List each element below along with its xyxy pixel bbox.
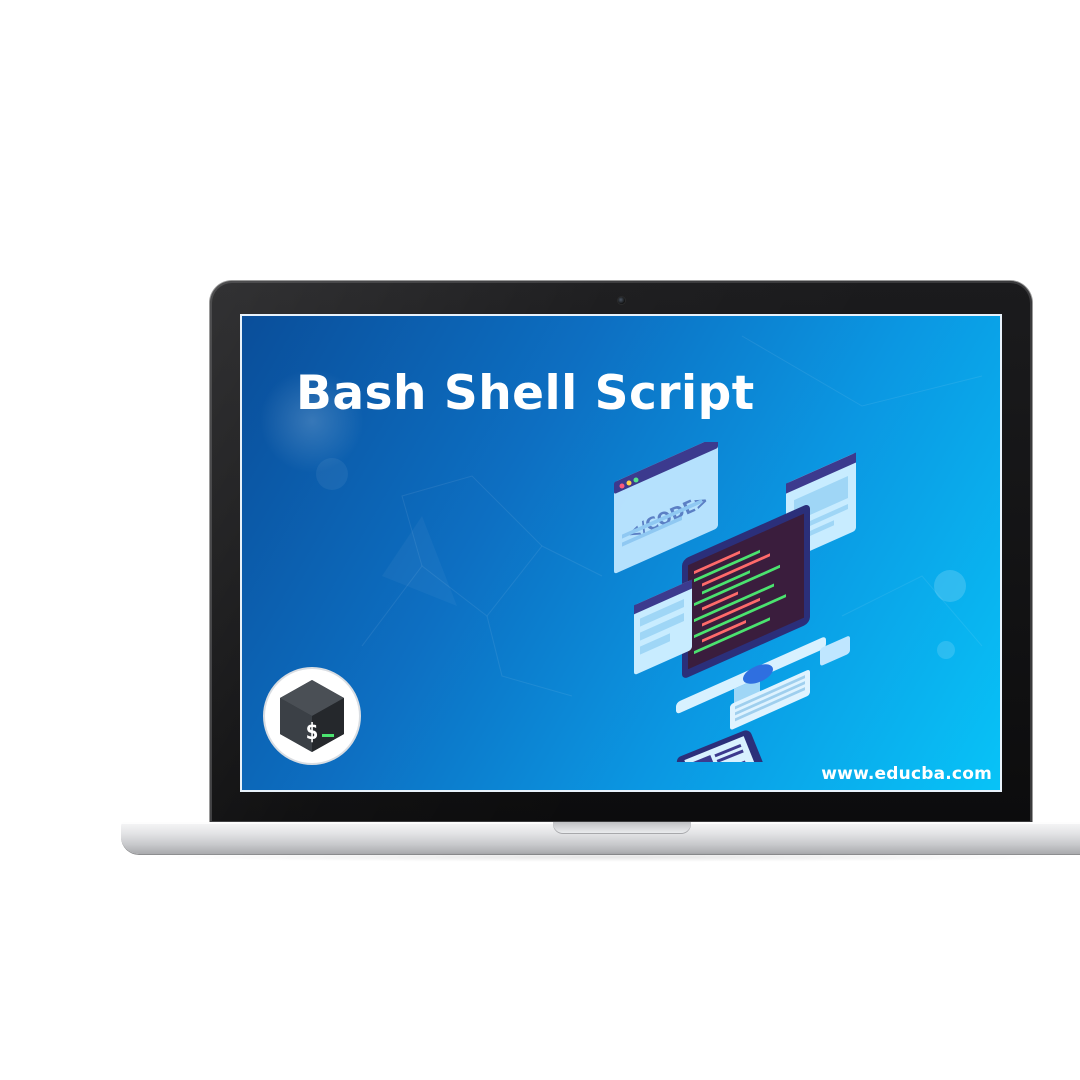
monitor-graphic — [676, 505, 826, 714]
keyboard-icon — [730, 670, 810, 730]
trackpad-icon — [820, 636, 850, 666]
slide-title: Bash Shell Script — [296, 366, 755, 421]
laptop-shadow — [140, 852, 1080, 862]
bash-dollar-glyph: $ — [305, 720, 318, 745]
screen-background-graphic — [260, 335, 983, 697]
website-url: www.educba.com — [821, 764, 992, 784]
mouse-icon — [743, 664, 773, 684]
laptop-base — [121, 822, 1080, 854]
panel-window — [634, 579, 692, 675]
bokeh-circle — [937, 641, 955, 659]
background-triangle — [382, 516, 457, 606]
network-lines — [361, 335, 983, 697]
bokeh-circle — [260, 369, 364, 473]
tablet-icon — [676, 730, 764, 762]
code-window: </CODE> — [614, 442, 718, 574]
webcam-icon — [618, 297, 625, 304]
laptop-screen: Bash Shell Script </CODE> — [240, 314, 1002, 792]
laptop-lid: Bash Shell Script </CODE> — [210, 281, 1032, 823]
bokeh-circle — [316, 458, 348, 490]
bokeh-circle — [934, 570, 966, 602]
bash-logo-icon: $ — [263, 667, 361, 765]
code-lines — [694, 549, 786, 655]
code-devices-illustration: </CODE> — [614, 442, 856, 762]
lid-opening-notch — [553, 822, 691, 834]
